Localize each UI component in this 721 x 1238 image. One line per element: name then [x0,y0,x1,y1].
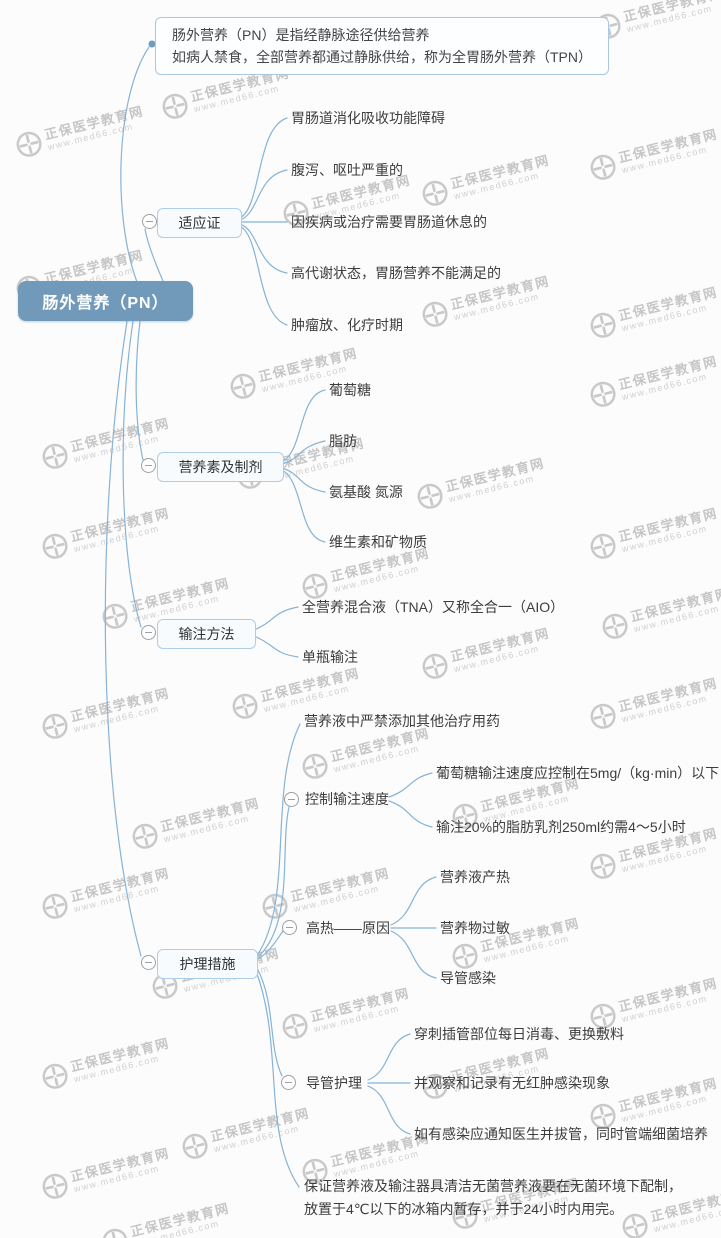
leaf-node[interactable]: 营养物过敏 [440,920,510,936]
leaf-node[interactable]: 导管感染 [440,970,496,986]
collapse-icon[interactable] [141,625,156,640]
branch-infusion-methods[interactable]: 输注方法 [157,619,256,649]
root-node[interactable]: 肠外营养（PN） [18,281,193,321]
leaf-node[interactable]: 脂肪 [329,433,357,449]
collapse-icon[interactable] [281,1075,296,1090]
leaf-node[interactable]: 胃肠道消化吸收功能障碍 [291,110,445,126]
leaf-node[interactable]: 腹泻、呕吐严重的 [291,162,403,178]
leaf-line-1: 保证营养液及输注器具清洁无菌营养液要在无菌环境下配制， [304,1178,682,1194]
branch-nutrients[interactable]: 营养素及制剂 [157,452,284,482]
leaf-node[interactable]: 输注20%的脂肪乳剂250ml约需4～5小时 [436,819,686,835]
leaf-node[interactable]: 如有感染应通知医生并拔管，同时管端细菌培养 [414,1126,708,1142]
leaf-node[interactable]: 因疾病或治疗需要胃肠道休息的 [291,214,487,230]
leaf-node[interactable]: 葡萄糖输注速度应控制在5mg/（kg·min）以下 [436,765,720,781]
leaf-node[interactable]: 全营养混合液（TNA）又称全合一（AIO） [302,599,565,615]
subbranch-infusion-rate[interactable]: 控制输注速度 [305,791,389,807]
branch-nursing-measures[interactable]: 护理措施 [157,949,258,979]
leaf-node[interactable]: 穿刺插管部位每日消毒、更换敷料 [414,1026,624,1042]
leaf-node[interactable]: 维生素和矿物质 [329,534,427,550]
collapse-icon[interactable] [284,792,299,807]
leaf-node[interactable]: 氨基酸 氮源 [329,484,403,500]
collapse-icon[interactable] [141,458,156,473]
leaf-node[interactable]: 并观察和记录有无红肿感染现象 [414,1075,610,1091]
leaf-node[interactable]: 单瓶输注 [302,649,358,665]
leaf-node[interactable]: 营养液产热 [440,869,510,885]
leaf-node[interactable]: 葡萄糖 [329,382,371,398]
subbranch-catheter-care[interactable]: 导管护理 [306,1075,362,1091]
collapse-icon[interactable] [142,214,157,229]
leaf-node[interactable]: 高代谢状态，胃肠营养不能满足的 [291,265,501,281]
collapse-icon[interactable] [282,920,297,935]
note-line-1: 肠外营养（PN）是指经静脉途径供给营养 [172,27,430,43]
note-anchor-dot [148,40,156,48]
leaf-line-2: 放置于4℃以下的冰箱内暂存，并于24小时内用完。 [304,1201,624,1217]
leaf-node-sterility[interactable]: 保证营养液及输注器具清洁无菌营养液要在无菌环境下配制， 放置于4℃以下的冰箱内暂… [304,1175,682,1221]
note-node[interactable]: 肠外营养（PN）是指经静脉途径供给营养 如病人禁食，全部营养都通过静脉供给，称为… [155,17,609,75]
leaf-node[interactable]: 营养液中严禁添加其他治疗用药 [304,713,500,729]
note-line-2: 如病人禁食，全部营养都通过静脉供给，称为全胃肠外营养（TPN） [172,49,592,65]
collapse-icon[interactable] [141,955,156,970]
subbranch-fever-causes[interactable]: 高热——原因 [306,920,390,936]
leaf-node[interactable]: 肿瘤放、化疗时期 [291,317,403,333]
branch-indications[interactable]: 适应证 [157,208,242,238]
